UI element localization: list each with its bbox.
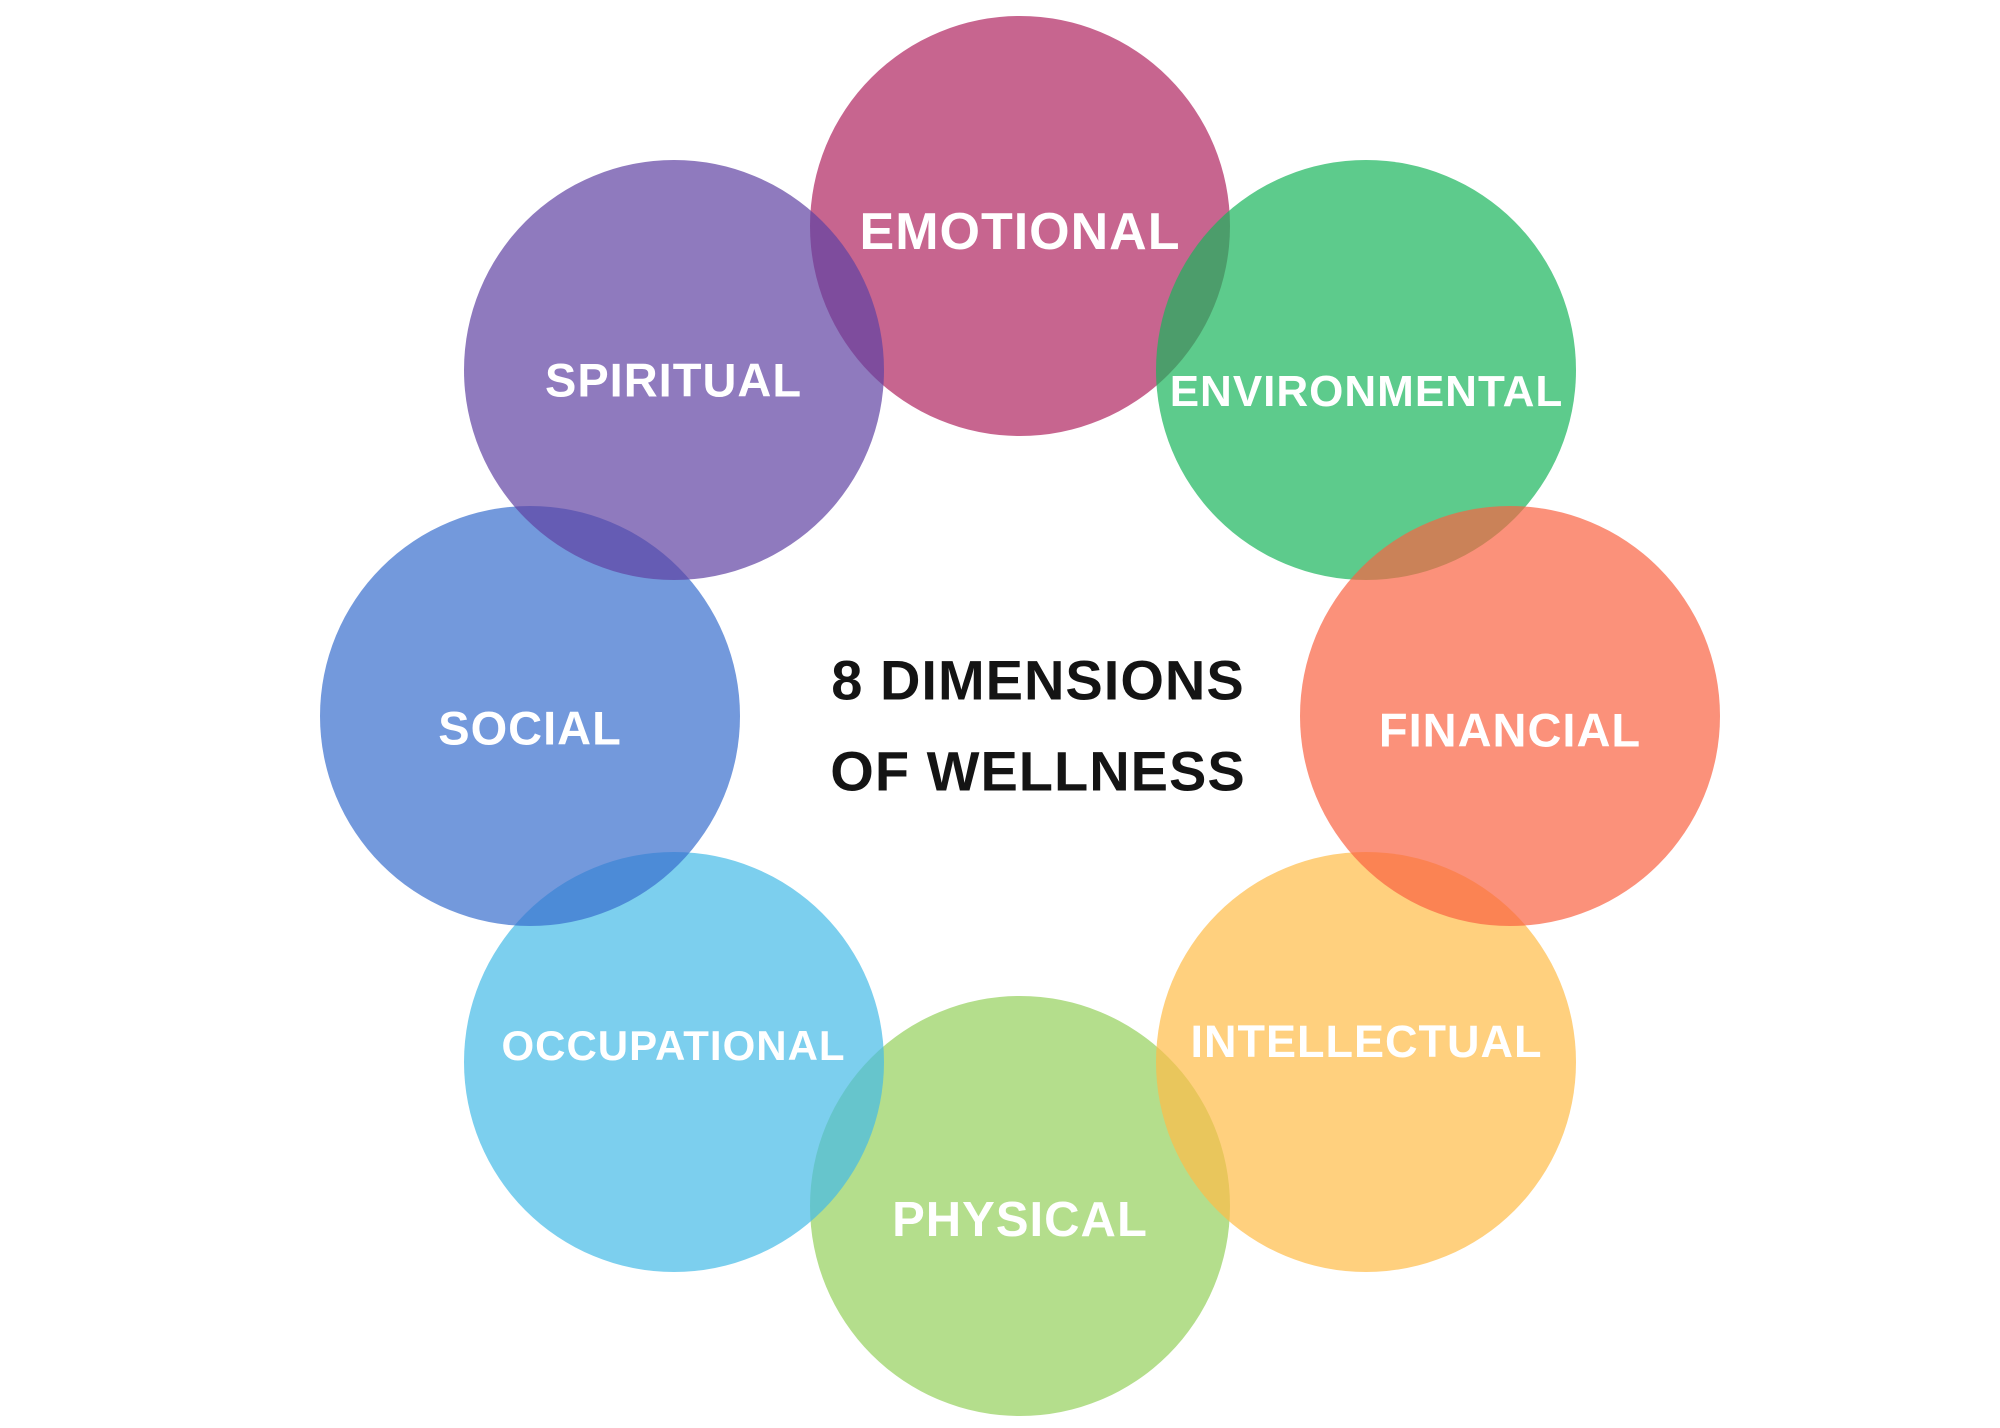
label-occupational: OCCUPATIONAL	[501, 1022, 846, 1070]
label-social: SOCIAL	[438, 701, 622, 755]
label-spiritual: SPIRITUAL	[544, 353, 803, 407]
circle-spiritual	[463, 159, 884, 580]
label-physical: PHYSICAL	[892, 1193, 1148, 1247]
label-financial: FINANCIAL	[1378, 703, 1642, 757]
label-intellectual: INTELLECTUAL	[1190, 1016, 1543, 1068]
label-environmental: ENVIRONMENTAL	[1169, 366, 1564, 416]
title-line-2: OF WELLNESS	[830, 739, 1246, 802]
circle-financial	[1300, 506, 1720, 926]
diagram-title: 8 DIMENSIONS OF WELLNESS	[830, 635, 1245, 816]
label-emotional: EMOTIONAL	[859, 203, 1181, 261]
title-line-1: 8 DIMENSIONS	[831, 648, 1245, 712]
